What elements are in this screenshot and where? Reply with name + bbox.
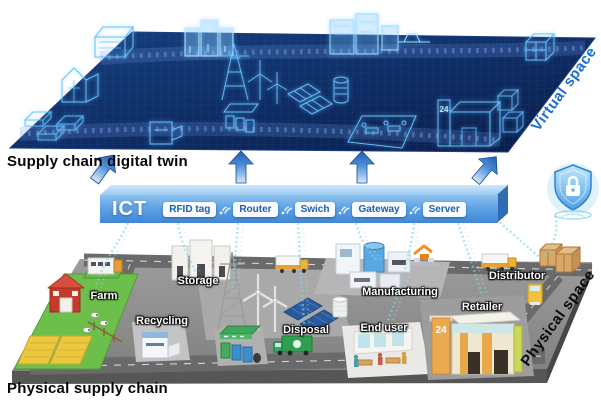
virtual-solar-panels-wireframe <box>287 83 333 115</box>
virtual-factory-wireframe <box>329 13 430 55</box>
physical-facilities: 24 <box>13 239 581 375</box>
up-arrow <box>89 154 116 185</box>
lock-icon <box>567 175 579 185</box>
up-arrow <box>471 156 498 186</box>
disposal-label: Disposal <box>283 324 329 336</box>
virtual-warehouse-wireframe <box>93 25 135 59</box>
fence <box>87 321 123 343</box>
virtual-layer-caption: Supply chain digital twin <box>7 153 188 170</box>
ict-bar-top-face <box>100 185 508 195</box>
shop-building <box>83 257 125 279</box>
virtual-storage-wireframe <box>184 19 234 57</box>
device-gateway: Gateway <box>352 201 406 217</box>
retailer-building: 24 <box>429 311 523 375</box>
virtual-wind-turbines-wireframe <box>247 60 288 104</box>
people <box>353 351 407 367</box>
distributor-label: Distributor <box>488 270 546 282</box>
wifi-signal-icon <box>281 206 293 214</box>
platform-right-face <box>547 262 592 383</box>
virtual-retailer-sign: 24 <box>440 105 449 114</box>
virtual-recycling-wireframe <box>149 121 183 145</box>
power-transmission-tower <box>217 251 247 331</box>
recycling-machine <box>141 331 181 359</box>
virtual-distributor-box-wireframe <box>496 32 556 134</box>
disposal-station <box>219 325 261 363</box>
security-shield-icon <box>547 163 599 221</box>
up-arrows <box>89 150 498 186</box>
farm-area <box>13 273 139 370</box>
virtual-wireframe-city: 24 <box>23 13 556 149</box>
distributor-boxes <box>539 243 581 273</box>
device-rfid-tag: RFID tag <box>163 201 217 217</box>
wifi-signal-icon <box>409 206 421 214</box>
virtual-pallets-wireframe <box>23 110 85 142</box>
end-user-area <box>353 327 413 367</box>
device-router: Router <box>233 201 278 217</box>
yellow-van <box>527 283 543 305</box>
virtual-barn-wireframe <box>61 67 99 103</box>
end-user-label: End user <box>360 322 408 334</box>
virtual-end-user-wireframe <box>347 115 417 149</box>
ict-title: ICT <box>112 197 148 220</box>
virtual-tank-wireframe <box>333 76 349 104</box>
farm-label: Farm <box>90 290 118 302</box>
wifi-signal-icon <box>339 206 350 214</box>
storage-label: Storage <box>177 275 219 287</box>
manufacturing-label: Manufacturing <box>362 286 438 298</box>
data-streams <box>94 215 558 325</box>
physical-layer-caption: Physical supply chain <box>7 380 168 397</box>
virtual-bins-wireframe <box>223 103 259 133</box>
cows <box>82 312 109 333</box>
device-server: Server <box>422 201 466 217</box>
device-swich: Swich <box>294 201 336 217</box>
ict-bar: ICT RFID tag Router Swich Gateway Server <box>100 195 498 223</box>
distributor-truck <box>481 253 517 271</box>
storage-tank <box>332 296 348 318</box>
data-streams-echo <box>100 222 488 325</box>
garbage-truck <box>273 335 313 356</box>
delivery-truck <box>275 255 309 273</box>
recycling-label: Recycling <box>136 315 188 327</box>
wifi-signal-icon <box>219 206 231 214</box>
up-arrow <box>228 150 254 184</box>
virtual-power-tower-wireframe <box>221 43 249 101</box>
retailer-label: Retailer <box>461 301 503 313</box>
manufacturing-machines <box>335 242 438 289</box>
wind-turbines <box>242 274 288 332</box>
up-arrow <box>349 150 375 184</box>
ict-bar-side-face <box>497 185 508 223</box>
virtual-retailer-wireframe: 24 <box>437 99 502 147</box>
retailer-24-sign: 24 <box>435 325 447 336</box>
